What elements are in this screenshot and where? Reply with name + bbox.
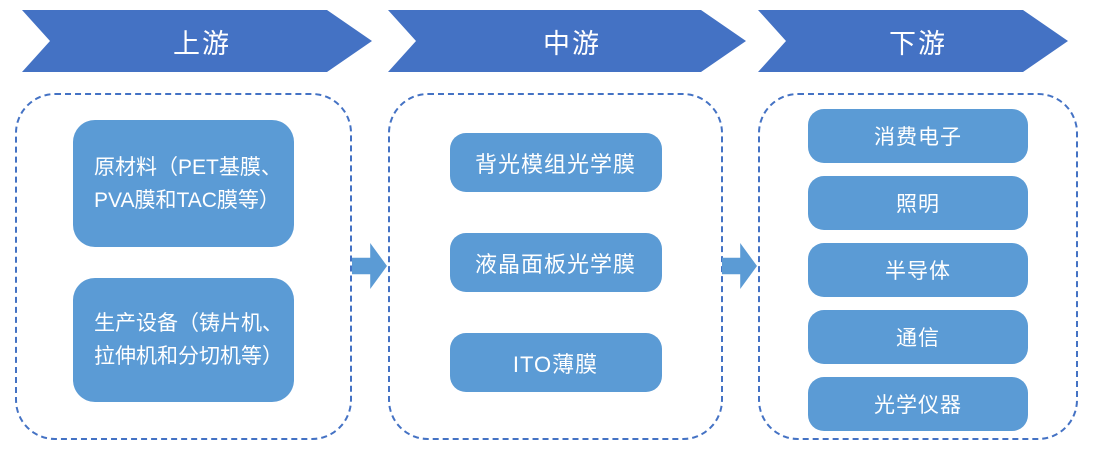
- stage-item-label: 液晶面板光学膜: [474, 251, 636, 277]
- stage-item-label: 光学仪器: [874, 394, 962, 417]
- stage-panel-upstream: 原材料（PET基膜、 PVA膜和TAC膜等） 生产设备（铸片机、 拉伸机和分切机…: [15, 93, 352, 440]
- stage-item: ITO薄膜: [449, 333, 662, 392]
- stage-item-label: 背光模组光学膜: [474, 151, 636, 177]
- stage-item: 消费电子: [808, 109, 1028, 163]
- stage-header-midstream: 中游: [388, 10, 746, 72]
- stage-header-downstream: 下游: [758, 10, 1068, 72]
- stage-header-label: 上游: [173, 28, 231, 59]
- stage-header-label: 中游: [543, 28, 601, 59]
- stage-panel-downstream: 消费电子 照明 半导体 通信 光学仪器: [758, 93, 1078, 440]
- stage-item: 生产设备（铸片机、 拉伸机和分切机等）: [73, 278, 294, 402]
- stage-item: 半导体: [808, 243, 1028, 297]
- stage-item-label: 消费电子: [874, 126, 962, 149]
- stage-item: 照明: [808, 176, 1028, 230]
- stage-panel-midstream: 背光模组光学膜 液晶面板光学膜 ITO薄膜: [388, 93, 723, 440]
- stage-item-label: 半导体: [885, 260, 951, 283]
- stage-header-label: 下游: [889, 28, 947, 59]
- stage-item-label: 照明: [896, 193, 940, 216]
- flow-arrow-icon: [352, 243, 387, 289]
- stage-item: 原材料（PET基膜、 PVA膜和TAC膜等）: [73, 120, 294, 247]
- stage-item: 通信: [808, 310, 1028, 364]
- stage-item: 液晶面板光学膜: [449, 233, 662, 292]
- stage-item-label: ITO薄膜: [512, 351, 599, 377]
- stage-item-label: 原材料（PET基膜、 PVA膜和TAC膜等）: [94, 155, 282, 212]
- stage-item-label: 生产设备（铸片机、 拉伸机和分切机等）: [94, 312, 283, 368]
- flow-arrow-icon: [722, 243, 757, 289]
- stage-item-label: 通信: [896, 327, 940, 350]
- stage-item: 背光模组光学膜: [449, 133, 662, 192]
- stage-item: 光学仪器: [808, 377, 1028, 431]
- stage-header-upstream: 上游: [22, 10, 372, 72]
